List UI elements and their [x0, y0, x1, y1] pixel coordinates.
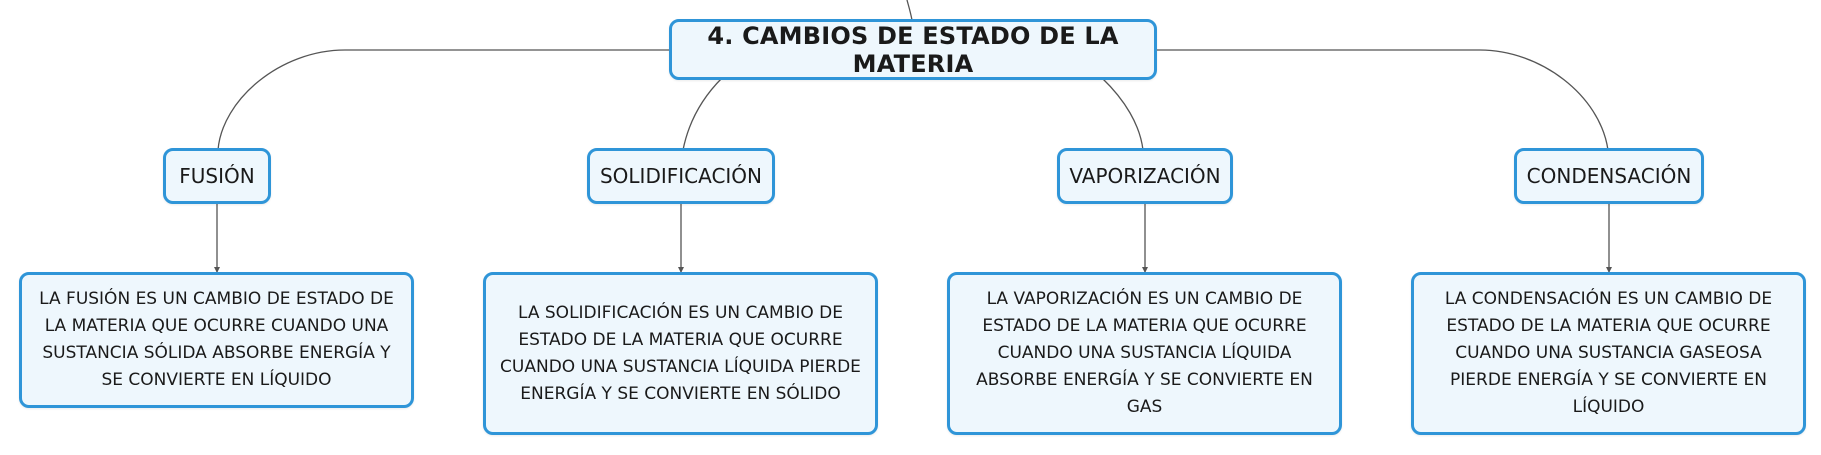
connector-root-fusion [217, 49, 670, 151]
topic-vaporizacion-label: VAPORIZACIÓN [1069, 164, 1221, 188]
root-topic-label: 4. CAMBIOS DE ESTADO DE LA MATERIA [707, 21, 1119, 78]
topic-fusion-label: FUSIÓN [179, 164, 255, 188]
root-topic[interactable]: 4. CAMBIOS DE ESTADO DE LA MATERIA [669, 19, 1157, 80]
topic-condensacion-label: CONDENSACIÓN [1526, 164, 1692, 188]
description-condensacion-text: LA CONDENSACIÓN ES UN CAMBIO DE ESTADO D… [1444, 289, 1773, 417]
description-vaporizacion[interactable]: LA VAPORIZACIÓN ES UN CAMBIO DE ESTADO D… [947, 272, 1342, 435]
description-solidificacion-text: LA SOLIDIFICACIÓN ES UN CAMBIO DE ESTADO… [500, 302, 861, 404]
description-solidificacion[interactable]: LA SOLIDIFICACIÓN ES UN CAMBIO DE ESTADO… [483, 272, 878, 435]
connector-root-condensacion [1156, 49, 1609, 151]
connector-root-parent [906, 0, 913, 21]
connector-root-vaporizacion [1101, 77, 1144, 151]
description-fusion-text: LA FUSIÓN ES UN CAMBIO DE ESTADO DE LA M… [39, 289, 394, 390]
connector-root-solidificacion [682, 77, 723, 151]
topic-solidificacion[interactable]: SOLIDIFICACIÓN [587, 148, 775, 204]
topic-condensacion[interactable]: CONDENSACIÓN [1514, 148, 1704, 204]
description-condensacion[interactable]: LA CONDENSACIÓN ES UN CAMBIO DE ESTADO D… [1411, 272, 1806, 435]
topic-solidificacion-label: SOLIDIFICACIÓN [599, 164, 763, 188]
description-fusion[interactable]: LA FUSIÓN ES UN CAMBIO DE ESTADO DE LA M… [19, 272, 414, 408]
topic-vaporizacion[interactable]: VAPORIZACIÓN [1057, 148, 1233, 204]
description-vaporizacion-text: LA VAPORIZACIÓN ES UN CAMBIO DE ESTADO D… [976, 289, 1313, 417]
topic-fusion[interactable]: FUSIÓN [163, 148, 271, 204]
